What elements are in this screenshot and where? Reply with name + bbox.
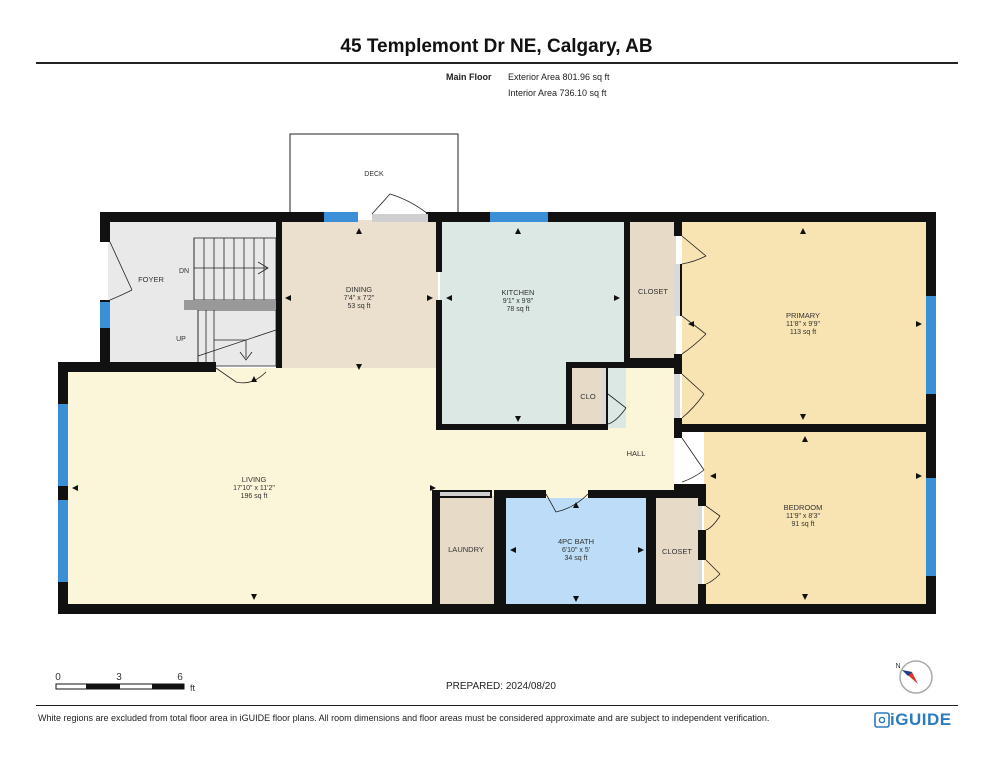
window-foyer bbox=[100, 302, 110, 328]
wall-primary-bedroom bbox=[674, 424, 936, 432]
primary-dims: 11'8" x 9'9" bbox=[786, 321, 820, 328]
wall-dining-kitchen-bottom bbox=[436, 300, 442, 430]
door-swings bbox=[109, 193, 721, 585]
wall-living-top-left bbox=[58, 362, 216, 372]
wall-living-left bbox=[58, 362, 68, 614]
stairs-down-label: DN bbox=[179, 268, 189, 275]
wall-foyer-left-top bbox=[100, 212, 110, 242]
foyer-label: FOYER bbox=[138, 275, 164, 284]
scale-bar bbox=[55, 683, 185, 690]
laundry-fill bbox=[440, 496, 496, 606]
wall-bedroom-left-a bbox=[698, 492, 706, 506]
dining-area: 53 sq ft bbox=[348, 303, 371, 310]
closet-bottom-fill bbox=[656, 498, 700, 606]
wall-hall-bottom bbox=[674, 484, 706, 492]
wall-foyer-dining bbox=[276, 222, 282, 368]
hall-label: HALL bbox=[627, 449, 646, 458]
kitchen-dims: 9'1" x 9'8" bbox=[503, 298, 534, 305]
wall-kitchen-bottom bbox=[436, 424, 608, 430]
wall-laundry-left bbox=[432, 490, 440, 608]
kitchen-area: 78 sq ft bbox=[507, 306, 530, 313]
wall-bath-top-a bbox=[494, 490, 546, 498]
wall-clo-left bbox=[566, 362, 572, 430]
living-label: LIVING bbox=[242, 475, 267, 484]
bedroom-fill bbox=[704, 432, 928, 606]
wall-clo-top bbox=[566, 362, 676, 368]
stairs-up-label: UP bbox=[176, 336, 186, 343]
compass-icon bbox=[899, 660, 933, 694]
bedroom-label: BEDROOM bbox=[784, 503, 823, 512]
dimension-arrows bbox=[72, 228, 922, 602]
brand-logo: iGUIDE bbox=[874, 710, 952, 730]
property-address: 45 Templemont Dr NE, Calgary, AB bbox=[340, 36, 653, 57]
window-living-bottom bbox=[58, 500, 68, 582]
wall-top-right bbox=[426, 212, 936, 222]
wall-top-left bbox=[100, 212, 340, 222]
footer-rule bbox=[36, 705, 958, 706]
bath-label: 4PC BATH bbox=[558, 537, 594, 546]
windows bbox=[58, 212, 936, 582]
dining-fill bbox=[280, 220, 438, 368]
clo-label: CLO bbox=[580, 392, 596, 401]
deck-outline bbox=[289, 133, 459, 213]
scale-label-6: 6 bbox=[177, 672, 183, 683]
wall-primary-left-a bbox=[674, 222, 682, 236]
wall-right bbox=[926, 212, 936, 614]
wall-dining-kitchen-top bbox=[436, 222, 442, 272]
living-area: 196 sq ft bbox=[241, 493, 268, 500]
window-primary bbox=[926, 296, 936, 394]
room-labels: FOYER DINING 7'4" x 7'2" 53 sq ft KITCHE… bbox=[138, 275, 822, 562]
scale-label-3: 3 bbox=[116, 672, 122, 683]
primary-area: 113 sq ft bbox=[790, 329, 816, 336]
stair-landing-wall bbox=[184, 300, 276, 310]
bath-area: 34 sq ft bbox=[565, 555, 588, 562]
primary-fill bbox=[682, 220, 928, 428]
wall-bedroom-left-b bbox=[698, 530, 706, 560]
exterior-area: Exterior Area 801.96 sq ft bbox=[508, 72, 610, 82]
scale-unit: ft bbox=[190, 683, 196, 693]
wall-bath-closet bbox=[646, 490, 656, 608]
bath-dims: 6'10" x 5' bbox=[562, 547, 590, 554]
wall-kitchen-closet bbox=[624, 222, 630, 362]
window-bedroom bbox=[926, 478, 936, 576]
wall-primary-left-c bbox=[674, 354, 682, 374]
disclaimer: White regions are excluded from total fl… bbox=[38, 713, 770, 723]
clo-fill bbox=[572, 366, 604, 426]
deck-label: DECK bbox=[364, 171, 384, 178]
primary-label: PRIMARY bbox=[786, 311, 820, 320]
dining-dims: 7'4" x 7'2" bbox=[344, 295, 375, 302]
prepared-date: PREPARED: 2024/08/20 bbox=[446, 681, 556, 692]
floor-label: Main Floor bbox=[446, 72, 492, 82]
wall-bottom bbox=[58, 604, 936, 614]
window-kitchen bbox=[490, 212, 548, 222]
kitchen-label: KITCHEN bbox=[502, 288, 535, 297]
window-dining bbox=[324, 212, 358, 222]
living-dims: 17'10" x 11'2" bbox=[233, 485, 275, 492]
stairs bbox=[193, 237, 277, 367]
wall-foyer-left-bottom bbox=[100, 300, 110, 370]
bedroom-area: 91 sq ft bbox=[792, 521, 815, 528]
wall-bedroom-left-c bbox=[698, 584, 706, 608]
scale-label-0: 0 bbox=[55, 672, 61, 683]
window-living-top bbox=[58, 404, 68, 486]
closet-top-label: CLOSET bbox=[638, 287, 668, 296]
wall-closet-bottom bbox=[624, 358, 676, 364]
laundry-label: LAUNDRY bbox=[448, 545, 484, 554]
wall-laundry-bath bbox=[494, 490, 506, 608]
bedroom-dims: 11'9" x 8'3" bbox=[786, 513, 820, 520]
dining-label: DINING bbox=[346, 285, 372, 294]
closet-bottom-label: CLOSET bbox=[662, 547, 692, 556]
iguide-icon bbox=[874, 712, 890, 728]
interior-area: Interior Area 736.10 sq ft bbox=[508, 88, 607, 98]
compass-n-label: N bbox=[895, 663, 900, 670]
header-rule bbox=[36, 62, 958, 64]
brand-name: iGUIDE bbox=[890, 710, 952, 729]
closet-top-fill bbox=[630, 220, 676, 358]
room-fills bbox=[66, 220, 928, 608]
bath-fill bbox=[506, 498, 650, 606]
